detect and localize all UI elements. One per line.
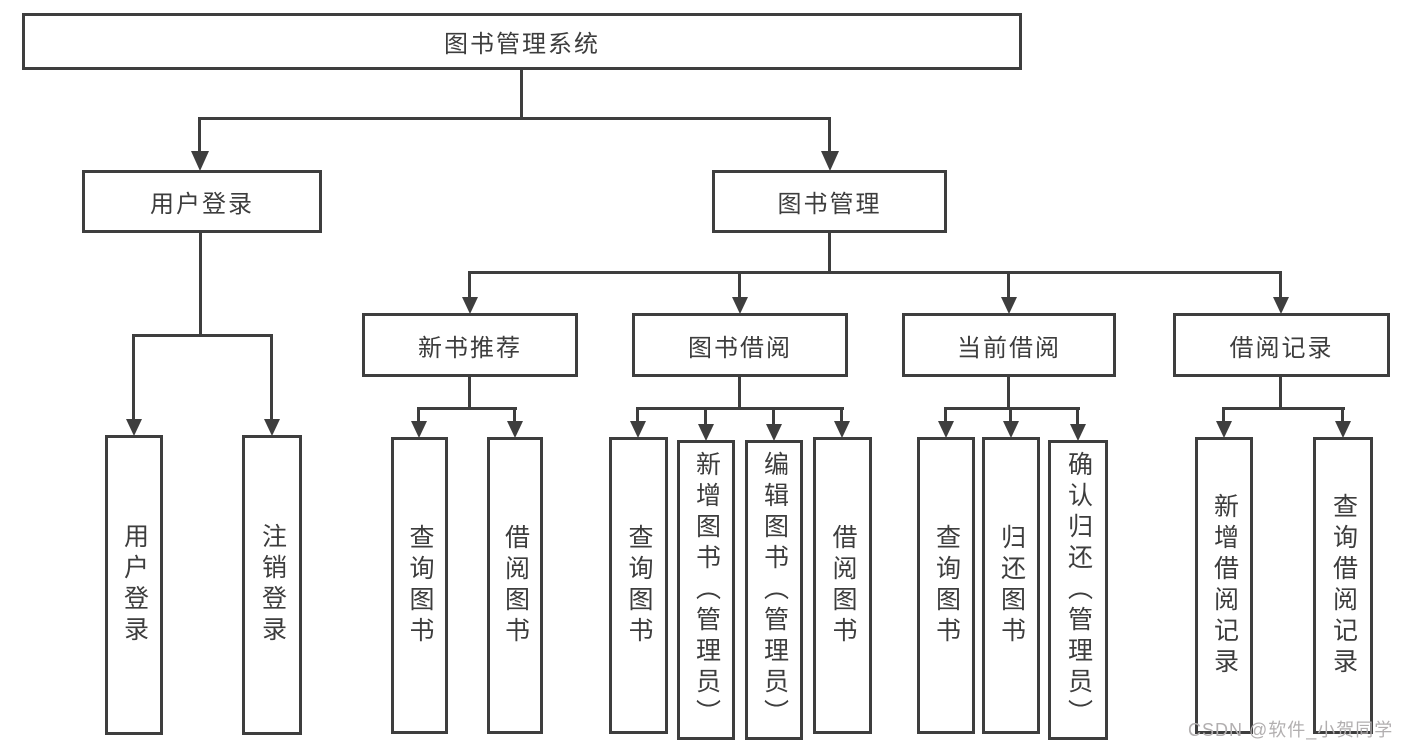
node-label: 图书借阅 xyxy=(688,334,792,362)
arrow-down-icon xyxy=(1216,421,1232,438)
node-current-borrow: 当前借阅 xyxy=(902,313,1116,377)
connector-line xyxy=(468,271,471,299)
connector-line xyxy=(1279,377,1282,408)
node-label: 查询图书 xyxy=(406,523,434,648)
connector-line xyxy=(636,407,844,410)
arrow-down-icon xyxy=(264,419,280,436)
connector-line xyxy=(199,233,202,336)
connector-line xyxy=(738,271,741,299)
connector-line xyxy=(772,407,775,425)
connector-line xyxy=(1009,407,1012,422)
connector-line xyxy=(828,233,831,273)
connector-line xyxy=(198,117,831,120)
arrow-down-icon xyxy=(1335,421,1351,438)
node-leaf-user-login: 用户登录 xyxy=(105,435,163,735)
arrow-down-icon xyxy=(766,424,782,441)
node-label: 归还图书 xyxy=(997,523,1026,648)
node-label: 查询图书 xyxy=(625,523,653,648)
connector-line xyxy=(417,407,517,410)
node-label: 新增借阅记录 xyxy=(1210,492,1239,679)
connector-line xyxy=(198,117,201,153)
arrow-down-icon xyxy=(191,151,209,171)
arrow-down-icon xyxy=(938,421,954,438)
node-leaf-return-books: 归还图书 xyxy=(982,437,1040,734)
connector-line xyxy=(1007,377,1010,408)
arrow-down-icon xyxy=(1003,421,1019,438)
node-leaf-borrow-books: 借阅图书 xyxy=(813,437,872,734)
node-leaf-borrow-books-recommend: 借阅图书 xyxy=(487,437,543,734)
node-leaf-add-borrow-record: 新增借阅记录 xyxy=(1195,437,1253,734)
node-leaf-query-books-current: 查询图书 xyxy=(917,437,975,734)
node-label: 图书管理 xyxy=(777,191,882,218)
node-new-book-recommend: 新书推荐 xyxy=(362,313,578,377)
arrow-down-icon xyxy=(1001,297,1017,314)
node-label: 当前借阅 xyxy=(957,334,1061,362)
arrow-down-icon xyxy=(1070,424,1086,441)
node-leaf-logout: 注销登录 xyxy=(242,435,302,735)
connector-line xyxy=(1222,407,1225,422)
arrow-down-icon xyxy=(126,419,142,436)
node-label: 借阅图书 xyxy=(501,523,530,648)
csdn-watermark: CSDN @软件_小贺同学 xyxy=(1188,720,1394,740)
node-label: 确认归还（管理员） xyxy=(1064,450,1093,730)
connector-line xyxy=(738,377,741,408)
node-label: 图书管理系统 xyxy=(444,31,600,58)
node-root-library-system: 图书管理系统 xyxy=(22,13,1022,70)
arrow-down-icon xyxy=(411,421,427,438)
connector-line xyxy=(1279,271,1282,299)
connector-line xyxy=(270,334,273,421)
connector-line xyxy=(417,407,420,422)
arrow-down-icon xyxy=(834,421,850,438)
connector-line xyxy=(828,117,831,153)
connector-line xyxy=(704,407,707,425)
node-book-management: 图书管理 xyxy=(712,170,947,233)
node-label: 用户登录 xyxy=(120,523,149,647)
arrow-down-icon xyxy=(698,424,714,441)
node-leaf-query-books-recommend: 查询图书 xyxy=(391,437,448,734)
arrow-down-icon xyxy=(821,151,839,171)
node-user-login: 用户登录 xyxy=(82,170,322,233)
node-label: 查询图书 xyxy=(932,523,961,648)
node-leaf-add-books-admin: 新增图书（管理员） xyxy=(677,440,735,740)
connector-line xyxy=(944,407,1080,410)
node-label: 新书推荐 xyxy=(418,334,522,362)
connector-line xyxy=(468,271,1282,274)
node-label: 借阅图书 xyxy=(829,523,857,648)
node-leaf-query-books-borrow: 查询图书 xyxy=(609,437,668,734)
connector-line xyxy=(1341,407,1344,422)
connector-line xyxy=(132,334,135,421)
connector-line xyxy=(1007,271,1010,299)
node-label: 注销登录 xyxy=(258,523,287,647)
connector-line xyxy=(513,407,516,422)
connector-line xyxy=(944,407,947,422)
node-leaf-query-borrow-record: 查询借阅记录 xyxy=(1313,437,1373,734)
node-label: 编辑图书（管理员） xyxy=(760,450,789,730)
arrow-down-icon xyxy=(462,297,478,314)
connector-line xyxy=(468,377,471,408)
node-label: 查询借阅记录 xyxy=(1329,492,1358,679)
node-label: 新增图书（管理员） xyxy=(692,450,721,730)
connector-line xyxy=(520,70,523,118)
connector-line xyxy=(1076,407,1079,425)
connector-line xyxy=(840,407,843,422)
arrow-down-icon xyxy=(732,297,748,314)
arrow-down-icon xyxy=(507,421,523,438)
node-leaf-confirm-return-admin: 确认归还（管理员） xyxy=(1048,440,1108,740)
node-book-borrow: 图书借阅 xyxy=(632,313,848,377)
arrow-down-icon xyxy=(1273,297,1289,314)
connector-line xyxy=(1222,407,1345,410)
node-label: 用户登录 xyxy=(150,191,254,218)
connector-line xyxy=(132,334,273,337)
node-borrow-records: 借阅记录 xyxy=(1173,313,1390,377)
connector-line xyxy=(636,407,639,422)
node-leaf-edit-books-admin: 编辑图书（管理员） xyxy=(745,440,803,740)
node-label: 借阅记录 xyxy=(1229,334,1334,362)
arrow-down-icon xyxy=(630,421,646,438)
